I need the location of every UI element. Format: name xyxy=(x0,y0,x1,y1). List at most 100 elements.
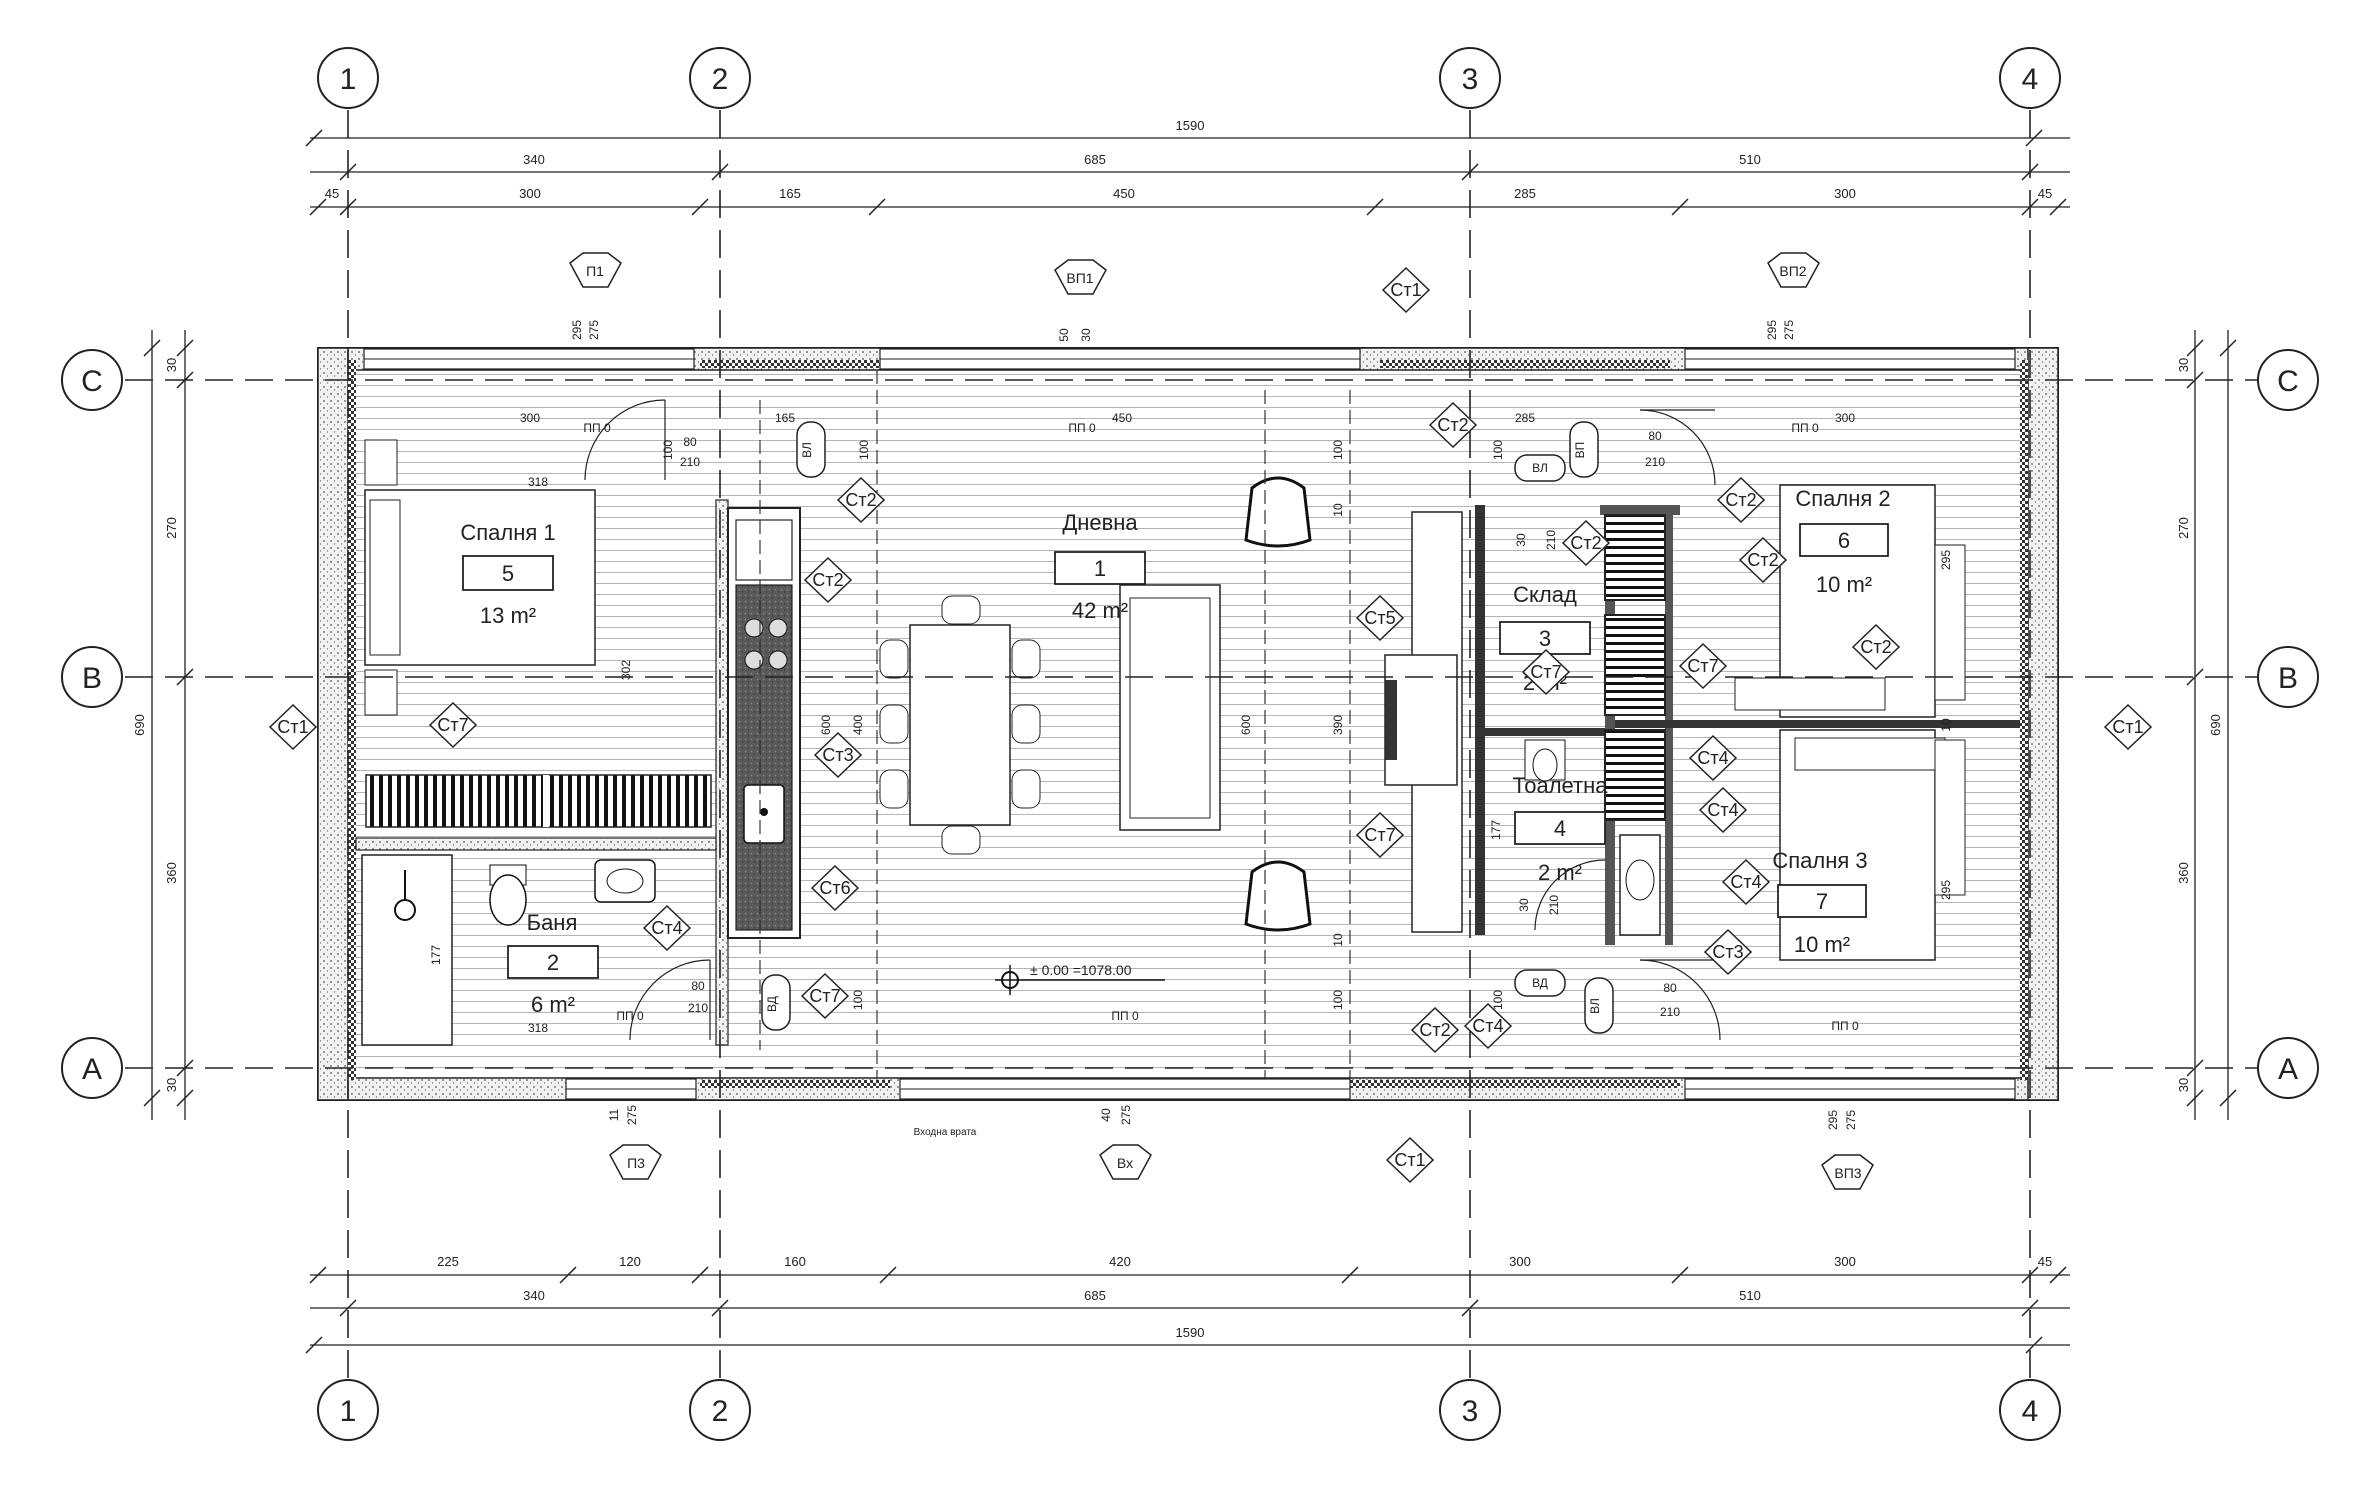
opening-tag: ВП1 xyxy=(1054,259,1107,295)
room-name: Баня xyxy=(527,910,578,935)
wall-tag: Ст4 xyxy=(642,904,692,952)
svg-text:Ст5: Ст5 xyxy=(1364,608,1395,628)
grid-bubble-3-bottom xyxy=(1439,1379,1501,1441)
wall-tags: Ст1 Ст1 Ст1 Ст1 Ст7 Ст2 Ст2 Ст3 Ст6 Ст7 … xyxy=(268,266,2153,1184)
svg-text:Ст1: Ст1 xyxy=(2112,717,2143,737)
door-swings xyxy=(584,399,1721,1041)
wall-tag: Ст2 xyxy=(1410,1006,1460,1054)
kitchen xyxy=(727,507,801,939)
grid-label-1-top: 1 xyxy=(340,63,357,96)
inner-dim: 100 xyxy=(661,440,675,460)
inner-dim: 275 xyxy=(625,1105,639,1125)
grid-label-B-left: B xyxy=(82,662,102,695)
inner-dim: 100 xyxy=(857,440,871,460)
room-bathroom: Баня 2 6 m² xyxy=(507,910,599,1017)
dim-right-part-3: 360 xyxy=(2176,862,2191,884)
room-number: 7 xyxy=(1816,889,1828,914)
svg-text:Ст2: Ст2 xyxy=(1860,637,1891,657)
svg-text:П3: П3 xyxy=(627,1155,645,1171)
wall-tag: Ст1 xyxy=(2103,703,2153,751)
door-tag-vertical: ВЛ xyxy=(1584,977,1614,1034)
dim-top-minor-7: 45 xyxy=(2038,186,2052,201)
dim-top-major-2: 685 xyxy=(1084,152,1106,167)
dim-left-part-1: 30 xyxy=(164,358,179,372)
wall-tag: Ст4 xyxy=(1698,786,1748,834)
room-area: 10 m² xyxy=(1816,572,1872,597)
svg-text:ВП1: ВП1 xyxy=(1066,270,1093,286)
room-area: 6 m² xyxy=(531,992,575,1017)
armchairs xyxy=(1244,476,1312,932)
inner-dim: 11 xyxy=(607,1108,621,1121)
inner-dim: 100 xyxy=(1491,990,1505,1010)
inner-dim: 80 xyxy=(691,979,705,993)
inner-dim: 318 xyxy=(528,1021,548,1035)
dim-bottom-major-2: 685 xyxy=(1084,1288,1106,1303)
inner-dim: 600 xyxy=(1239,715,1253,735)
windows xyxy=(363,348,2016,1100)
dim-top-minor-4: 450 xyxy=(1113,186,1135,201)
grid-bubble-A-left xyxy=(61,1037,123,1099)
inner-dim: 50 xyxy=(1057,328,1071,342)
dimension-ticks xyxy=(143,129,2237,1354)
svg-text:ВЛ: ВЛ xyxy=(1532,461,1548,475)
room-number: 1 xyxy=(1094,556,1106,581)
inner-dim: 30 xyxy=(1517,898,1531,912)
room-number-box xyxy=(1499,621,1591,655)
room-area: 13 m² xyxy=(480,603,536,628)
grid-label-C-right: C xyxy=(2277,365,2299,398)
wall-tag: Ст2 xyxy=(1851,623,1901,671)
opening-tag: П3 xyxy=(609,1144,662,1180)
grid-label-A-left: A xyxy=(82,1053,102,1086)
svg-text:Ст7: Ст7 xyxy=(1530,662,1561,682)
room-number-box xyxy=(507,945,599,979)
wall-tag: Ст1 xyxy=(268,703,318,751)
floor-tag: ПП 0 xyxy=(1068,421,1096,435)
room-number-box xyxy=(1799,523,1889,557)
opening-tags: П1 ВП1 ВП2 П3 Вх ВП3 ВЛ ВД ВП ВЛ ВЛ ВД xyxy=(569,252,1874,1190)
inner-dim: 80 xyxy=(683,435,697,449)
inner-dim: 275 xyxy=(587,320,601,340)
inner-dim: 177 xyxy=(429,945,443,965)
dim-top-minor-5: 285 xyxy=(1514,186,1536,201)
room-number-box xyxy=(1054,551,1146,585)
inner-dim: 40 xyxy=(1099,1108,1113,1122)
dim-top-minor-1: 45 xyxy=(325,186,339,201)
inner-dim: 275 xyxy=(1119,1105,1133,1125)
wall-tag: Ст2 xyxy=(1738,536,1788,584)
dim-left-part-3: 360 xyxy=(164,862,179,884)
room-bedroom-3: Спалня 3 7 10 m² xyxy=(1772,848,1867,957)
wall-tag: Ст6 xyxy=(810,864,860,912)
room-number: 3 xyxy=(1539,626,1551,651)
wall-tag: Ст2 xyxy=(803,556,853,604)
floor-tag: ПП 0 xyxy=(1111,1009,1139,1023)
grid-bubbles: 1 2 3 4 1 2 3 4 C B A C B A xyxy=(61,47,2319,1441)
room-area: 2 m² xyxy=(1538,860,1582,885)
dim-left-part-2: 270 xyxy=(164,517,179,539)
room-area: 42 m² xyxy=(1072,598,1128,623)
inner-dim: 210 xyxy=(1547,895,1561,915)
floor-tags: ПП 0 ПП 0 ПП 0 ПП 0 ПП 0 ПП 0 xyxy=(583,421,1859,1033)
svg-text:Ст2: Ст2 xyxy=(1725,490,1756,510)
svg-text:Ст2: Ст2 xyxy=(1437,415,1468,435)
elevation-text: ± 0.00 =1078.00 xyxy=(1030,962,1132,978)
door-tag-vertical: ВЛ xyxy=(796,421,826,478)
svg-text:Ст4: Ст4 xyxy=(1697,748,1728,768)
dim-top-major-3: 510 xyxy=(1739,152,1761,167)
dim-right-part-4: 30 xyxy=(2176,1078,2191,1092)
dim-left-part-4: 30 xyxy=(164,1078,179,1092)
floor-tag: ПП 0 xyxy=(1831,1019,1859,1033)
room-bedroom-1: Спалня 1 5 13 m² xyxy=(460,520,555,628)
opening-tag: ВП3 xyxy=(1821,1154,1874,1190)
wall-tag: Ст2 xyxy=(1716,476,1766,524)
floor-tag: ПП 0 xyxy=(583,421,611,435)
interior-guides xyxy=(759,370,1351,1078)
grid-bubble-B-left xyxy=(61,646,123,708)
dim-bottom-major-1: 340 xyxy=(523,1288,545,1303)
wall-tag: Ст5 xyxy=(1355,594,1405,642)
svg-text:Ст1: Ст1 xyxy=(277,717,308,737)
grid-label-C-left: C xyxy=(81,365,103,398)
grid-label-1-bottom: 1 xyxy=(340,1395,357,1428)
dim-bottom-minor-3: 160 xyxy=(784,1254,806,1269)
inner-dim: 295 xyxy=(1765,320,1779,340)
dim-right-total: 690 xyxy=(2208,714,2223,736)
